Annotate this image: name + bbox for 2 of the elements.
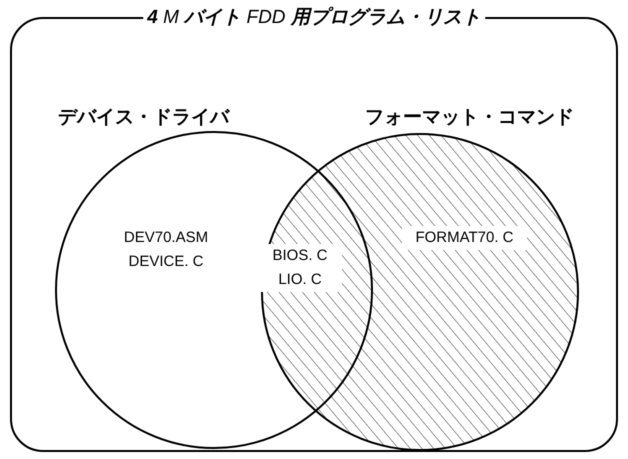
file-list: BIOS. C LIO. C [258,244,342,292]
file-list: FORMAT70. C [402,226,527,250]
